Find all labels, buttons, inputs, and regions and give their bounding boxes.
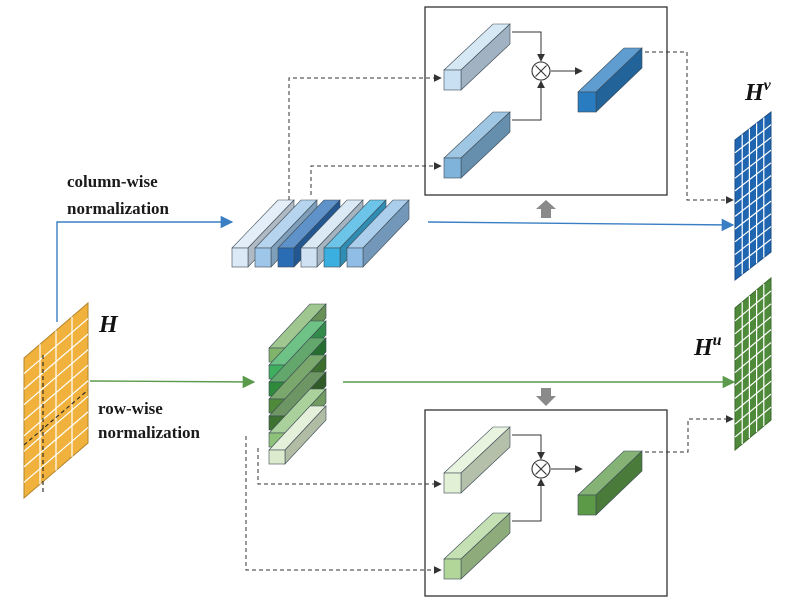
column-bar-front — [231, 247, 249, 268]
column-dashed-to-lower-bar — [310, 162, 442, 195]
column-dashed-to-upper-bar — [288, 74, 442, 200]
row-branch-arrow — [89, 375, 256, 389]
column-bar-front — [277, 247, 295, 268]
attention-input-bar-upper-column — [443, 23, 511, 91]
row-wise-label-line1: row-wise — [98, 399, 163, 418]
column-bar-front — [346, 247, 364, 268]
multiply-circle-icon — [531, 61, 551, 81]
row-wise-label-line2: normalization — [98, 423, 201, 442]
input-matrix-gridline — [23, 364, 89, 421]
column-branch-arrow — [56, 215, 234, 322]
output-matrix-v — [734, 110, 772, 282]
multiply-cross-2 — [535, 463, 547, 475]
output-matrix-v-gridline — [734, 162, 772, 192]
row-attention-module — [443, 426, 643, 580]
input-matrix-gridline — [23, 380, 89, 437]
output-matrix-u-gridline — [734, 329, 772, 361]
input-matrix-gridline — [23, 318, 89, 375]
attention-input-bar-lower-row — [443, 512, 511, 580]
output-matrix-u-gridline — [734, 290, 772, 322]
row-attention-box — [424, 409, 668, 597]
column-attention-module — [443, 23, 643, 179]
output-matrix-u-gridline — [734, 354, 772, 386]
attention-input-bar-lower-column-front — [443, 157, 462, 179]
attention-arrow-lower-column — [512, 80, 545, 121]
input-matrix-gridline — [23, 411, 89, 468]
attention-output-bar-column — [577, 47, 643, 113]
input-matrix-gridline — [23, 395, 89, 452]
row-bar — [268, 405, 327, 465]
attention-output-bar-row — [577, 450, 643, 516]
row-dashed-to-lower-bar — [245, 436, 442, 574]
output-u-label: Hu — [693, 332, 722, 361]
column-bar — [346, 199, 410, 268]
attention-input-bar-lower-column — [443, 111, 511, 179]
attention-input-bar-upper-column-front — [443, 69, 462, 91]
attention-input-bar-upper-row-front — [443, 472, 462, 494]
input-matrix-label: H — [98, 312, 119, 338]
output-matrix-u-gridline — [734, 380, 772, 412]
row-dashed-to-output — [645, 415, 734, 453]
output-matrix-u-body — [734, 276, 772, 452]
column-bar-front — [323, 247, 341, 268]
input-matrix-gridline — [23, 426, 89, 483]
column-wise-label-line1: column-wise — [67, 172, 158, 191]
multiply-circle-icon — [531, 459, 551, 479]
output-matrix-u-gridline — [734, 303, 772, 335]
output-matrix-v-gridline — [734, 200, 772, 230]
column-dashed-to-output — [645, 51, 734, 204]
output-matrix-u-gridline — [734, 393, 772, 425]
attention-arrow-lower-row — [512, 478, 545, 522]
output-matrix-v-gridline — [734, 213, 772, 243]
down-arrow-icon — [536, 388, 556, 406]
attention-input-bar-lower-row-front — [443, 558, 462, 580]
input-matrix-dashed-row — [23, 389, 89, 446]
output-matrix-u-gridline — [734, 342, 772, 374]
attention-arrow-upper-column — [512, 31, 545, 62]
input-matrix-gridline — [23, 333, 89, 390]
column-main-arrow — [427, 218, 735, 232]
attention-input-bar-upper-row — [443, 426, 511, 494]
column-normalized-bars — [231, 199, 410, 268]
output-matrix-u-gridline — [734, 316, 772, 348]
attention-output-bar-column-front — [577, 91, 597, 113]
column-bar-front — [254, 247, 272, 268]
input-matrix-gridline — [23, 349, 89, 406]
attention-arrow-upper-row — [512, 434, 545, 460]
multiply-cross-2 — [535, 65, 547, 77]
output-matrix-v-gridline — [734, 238, 772, 268]
row-bar-front — [268, 449, 286, 465]
output-matrix-v-gridline — [734, 149, 772, 179]
column-bar-front — [300, 247, 318, 268]
row-normalized-bars — [268, 303, 327, 465]
output-v-label: Hv — [744, 77, 772, 106]
row-dashed-to-upper-bar — [257, 448, 442, 488]
output-matrix-v-gridline — [734, 175, 772, 205]
attention-output-bar-row-front — [577, 494, 597, 516]
output-matrix-v-gridline — [734, 136, 772, 166]
up-arrow-icon — [536, 200, 556, 218]
output-matrix-u-gridline — [734, 406, 772, 438]
output-matrix-v-body — [734, 110, 772, 282]
output-matrix-u — [734, 276, 772, 452]
output-matrix-v-gridline — [734, 187, 772, 217]
input-matrix — [23, 301, 89, 500]
column-attention-box — [424, 6, 668, 196]
output-matrix-v-gridline — [734, 226, 772, 256]
output-matrix-u-gridline — [734, 367, 772, 399]
column-wise-label-line2: normalization — [67, 199, 170, 218]
output-matrix-v-gridline — [734, 124, 772, 154]
